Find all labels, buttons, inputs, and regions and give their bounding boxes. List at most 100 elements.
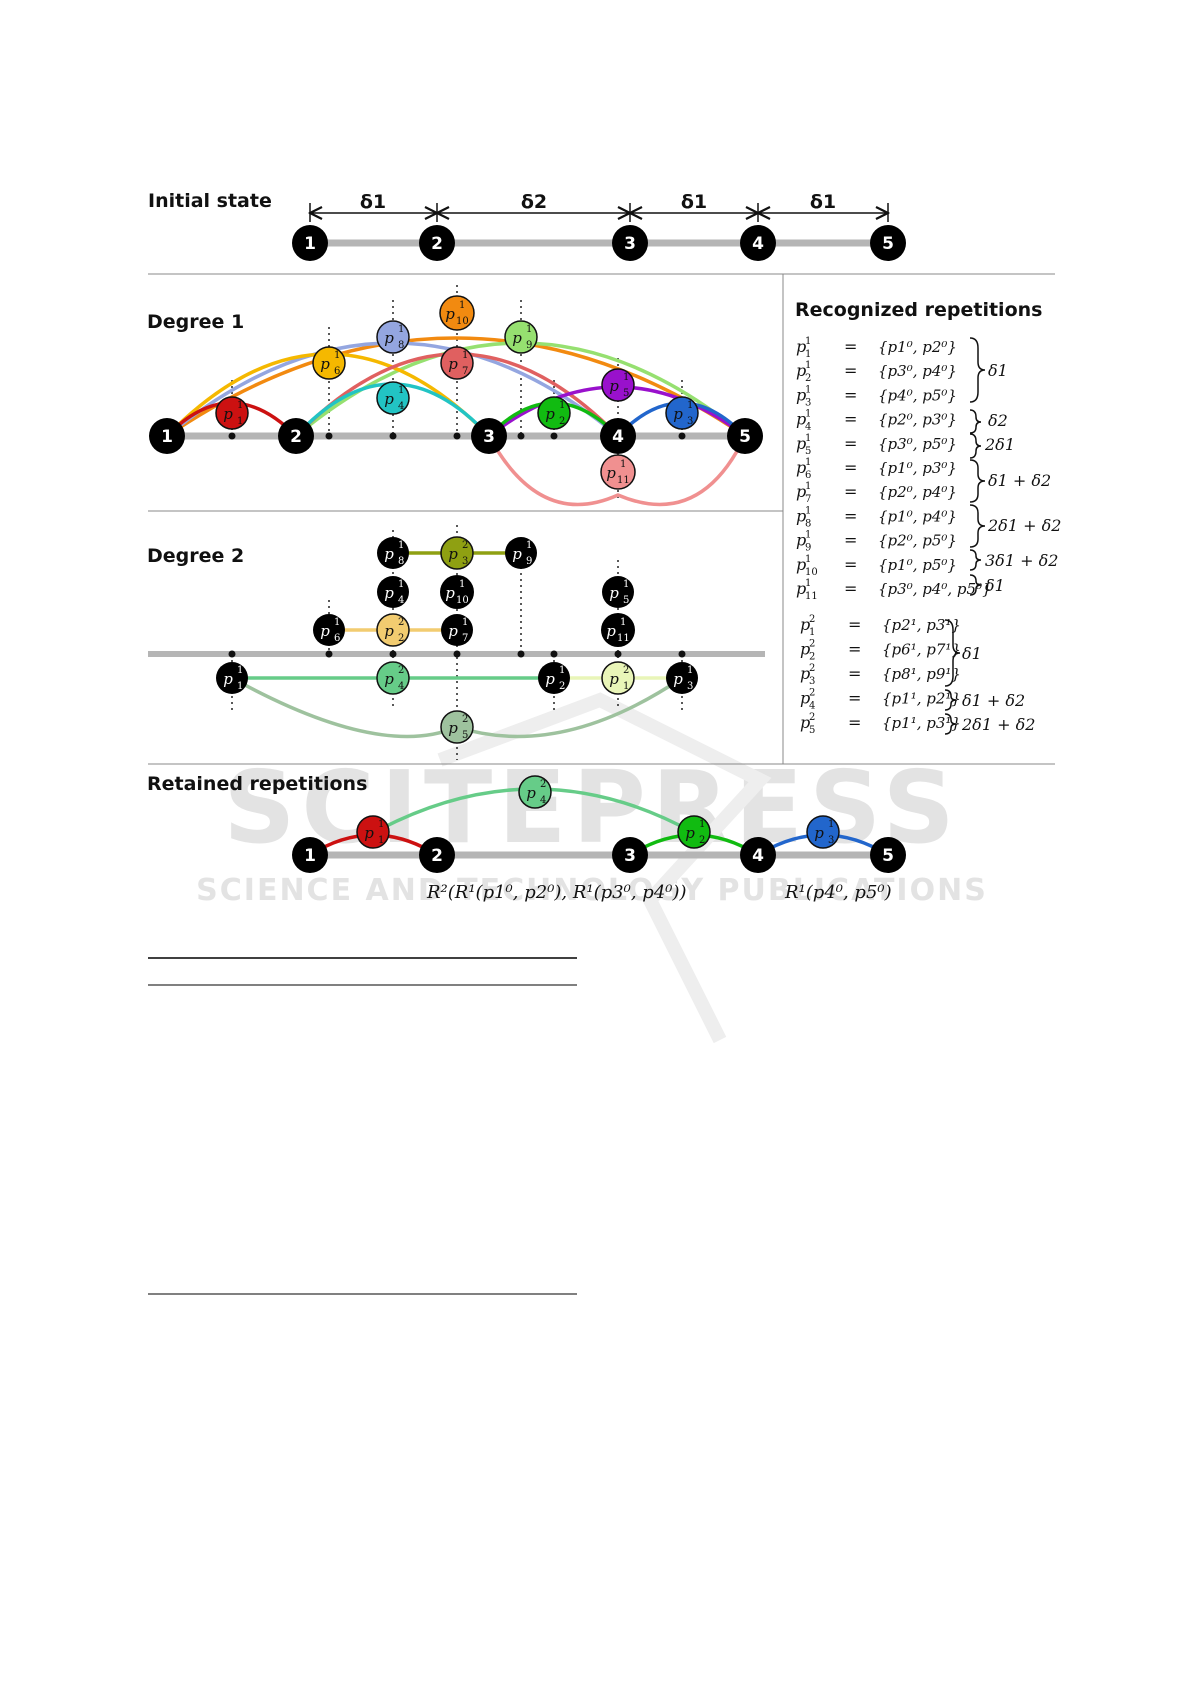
svg-text:4: 4 bbox=[612, 427, 624, 447]
d2-row-5: p52={p1¹, p3¹} bbox=[800, 712, 961, 736]
svg-text:2: 2 bbox=[559, 681, 565, 692]
degree1-node-3: 3 bbox=[471, 418, 507, 454]
row-lhs-sup: 1 bbox=[805, 360, 811, 371]
d1-row-4: p41={p2⁰, p3⁰} bbox=[796, 409, 957, 433]
svg-text:1: 1 bbox=[334, 350, 340, 361]
svg-text:1: 1 bbox=[687, 665, 693, 676]
row-lhs-sup: 2 bbox=[809, 663, 815, 674]
row-eq: = bbox=[844, 385, 857, 404]
row-rhs: {p2⁰, p3⁰} bbox=[878, 411, 957, 429]
svg-text:p: p bbox=[445, 305, 455, 323]
svg-text:1: 1 bbox=[237, 400, 243, 411]
row-lhs-sub: 10 bbox=[805, 567, 818, 578]
svg-text:p: p bbox=[448, 355, 458, 373]
row-rhs: {p4⁰, p5⁰} bbox=[878, 386, 957, 404]
row-lhs-sup: 2 bbox=[809, 688, 815, 699]
row-lhs-sub: 11 bbox=[805, 591, 818, 602]
row-eq: = bbox=[844, 361, 857, 380]
svg-text:5: 5 bbox=[462, 730, 468, 741]
d1-row-1: p11={p1⁰, p2⁰} bbox=[796, 336, 957, 360]
d1-group-label-5: 2δ1 + δ2 bbox=[987, 516, 1061, 535]
interval-label-3: δ1 bbox=[681, 191, 707, 213]
svg-text:5: 5 bbox=[882, 846, 894, 866]
svg-text:1: 1 bbox=[304, 846, 316, 866]
d2-row-2: p22={p6¹, p7¹} bbox=[800, 639, 961, 663]
retained-expression-left: R²(R¹(p1⁰, p2⁰), R¹(p3⁰, p4⁰)) bbox=[426, 882, 687, 903]
svg-text:3: 3 bbox=[624, 234, 636, 254]
svg-text:1: 1 bbox=[462, 617, 468, 628]
row-lhs-p: p bbox=[796, 482, 806, 501]
row-lhs-sup: 1 bbox=[805, 578, 811, 589]
degree1-section: Degree 1 bbox=[147, 285, 763, 507]
svg-text:1: 1 bbox=[459, 300, 465, 311]
row-lhs-sup: 2 bbox=[809, 712, 815, 723]
row-lhs-sub: 4 bbox=[809, 701, 815, 712]
row-rhs: {p1⁰, p4⁰} bbox=[878, 507, 957, 525]
svg-text:5: 5 bbox=[623, 595, 629, 606]
row-lhs-p: p bbox=[796, 434, 806, 453]
svg-text:p: p bbox=[384, 584, 394, 602]
row-lhs-p: p bbox=[796, 506, 806, 525]
svg-text:p: p bbox=[609, 377, 619, 395]
svg-text:2: 2 bbox=[462, 714, 468, 725]
svg-text:7: 7 bbox=[462, 633, 468, 644]
svg-text:p: p bbox=[384, 390, 394, 408]
row-lhs-sup: 1 bbox=[805, 554, 811, 565]
row-lhs-p: p bbox=[800, 713, 810, 732]
d2-row-3: p32={p8¹, p9¹} bbox=[800, 663, 961, 687]
row-eq: = bbox=[844, 337, 857, 356]
svg-text:p: p bbox=[526, 784, 536, 802]
d1-row-6: p61={p1⁰, p3⁰} bbox=[796, 457, 957, 481]
row-eq: = bbox=[848, 713, 861, 732]
svg-text:p: p bbox=[448, 545, 458, 563]
svg-text:1: 1 bbox=[161, 427, 173, 447]
svg-text:11: 11 bbox=[617, 475, 630, 486]
svg-text:p: p bbox=[448, 719, 458, 737]
row-lhs-sub: 2 bbox=[809, 652, 815, 663]
svg-text:1: 1 bbox=[398, 324, 404, 335]
interval-arrows: δ1 δ2 δ1 δ1 bbox=[310, 191, 888, 222]
interval-label-2: δ2 bbox=[521, 191, 547, 213]
degree1-braces bbox=[969, 337, 986, 596]
svg-text:3: 3 bbox=[828, 835, 834, 846]
svg-text:6: 6 bbox=[334, 633, 340, 644]
d1-group-label-2: δ2 bbox=[988, 411, 1008, 430]
degree1-title: Degree 1 bbox=[147, 311, 244, 333]
svg-text:p: p bbox=[320, 355, 330, 373]
degree2-braces bbox=[944, 619, 961, 735]
svg-text:2: 2 bbox=[398, 617, 404, 628]
d2-row-4: p42={p1¹, p2¹} bbox=[800, 688, 961, 712]
svg-text:5: 5 bbox=[882, 234, 894, 254]
svg-text:8: 8 bbox=[398, 340, 404, 351]
svg-text:2: 2 bbox=[398, 665, 404, 676]
row-lhs-p: p bbox=[800, 689, 810, 708]
watermark-small: SCIENCE AND TECHNOLOGY PUBLICATIONS bbox=[196, 873, 988, 908]
row-lhs-p: p bbox=[796, 410, 806, 429]
retained-node-1: 1 bbox=[292, 837, 328, 873]
arc-p11 bbox=[487, 435, 747, 507]
svg-text:p: p bbox=[609, 670, 619, 688]
row-lhs-sup: 1 bbox=[805, 433, 811, 444]
row-lhs-sub: 7 bbox=[805, 494, 811, 505]
row-rhs: {p1⁰, p2⁰} bbox=[878, 338, 957, 356]
row-eq: = bbox=[848, 689, 861, 708]
svg-text:p: p bbox=[384, 329, 394, 347]
row-eq: = bbox=[844, 506, 857, 525]
recognized-title: Recognized repetitions bbox=[795, 299, 1042, 321]
svg-text:4: 4 bbox=[398, 401, 404, 412]
svg-text:7: 7 bbox=[462, 366, 468, 377]
row-lhs-sub: 3 bbox=[809, 676, 815, 687]
svg-text:p: p bbox=[384, 622, 394, 640]
